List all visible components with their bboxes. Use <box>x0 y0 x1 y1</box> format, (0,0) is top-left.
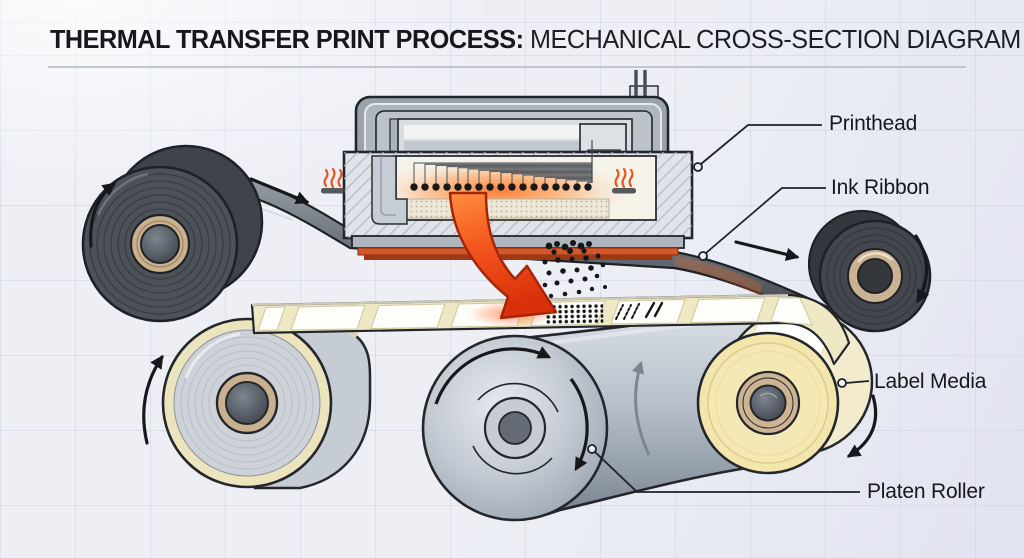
motion-arrows <box>89 177 930 458</box>
rotation-arrow-label-media <box>846 394 878 458</box>
heated-ribbon-strip <box>357 247 679 256</box>
title-underline <box>48 66 966 68</box>
label-media-web <box>250 293 851 366</box>
ink-ribbon-takeup-roll <box>807 209 932 333</box>
callout-leader-ink-ribbon <box>705 187 826 254</box>
callout-leader-label-media <box>845 380 870 384</box>
printhead-assembly <box>342 70 694 260</box>
ribbon-feed-arrow-right <box>734 240 800 261</box>
ribbon-feed-arrow-left <box>249 177 310 205</box>
callout-platen-roller: Platen Roller <box>867 480 985 503</box>
ink-transfer-arrow <box>448 191 558 320</box>
callout-ink-ribbon: Ink Ribbon <box>831 176 930 199</box>
label-media-roll <box>696 331 840 475</box>
callout-leaders <box>587 124 870 493</box>
callout-label-media: Label Media <box>874 370 987 393</box>
printed-dots <box>545 302 604 324</box>
platen-roller <box>421 312 798 522</box>
ink-ribbon-supply-roll <box>81 144 264 323</box>
callout-leader-printhead <box>700 124 822 165</box>
diagram-title: THERMAL TRANSFER PRINT PROCESS: MECHANIC… <box>50 24 1021 54</box>
callout-leader-platen-roller <box>594 451 860 493</box>
rotation-arrow-ribbon-takeup <box>914 234 930 304</box>
rotation-arrow-platen-body <box>631 360 651 456</box>
media-supply-roll-left <box>161 307 372 490</box>
ink-particles <box>542 240 607 299</box>
title-emphasis: THERMAL TRANSFER PRINT PROCESS: <box>50 24 524 54</box>
title-rest: MECHANICAL CROSS-SECTION DIAGRAM <box>523 24 1021 54</box>
rotation-arrow-platen-1 <box>434 346 552 405</box>
heating-element-traces <box>413 140 593 183</box>
rotation-arrow-ribbon-supply <box>89 182 116 248</box>
heating-elements <box>410 183 592 191</box>
printhead-base-bar <box>351 235 685 249</box>
printed-marks <box>615 301 664 320</box>
callout-printhead: Printhead <box>829 112 918 135</box>
rotation-arrow-media-supply <box>142 354 164 445</box>
heat-waves-icon-left <box>319 167 347 195</box>
rotation-arrow-platen-2 <box>569 378 589 472</box>
